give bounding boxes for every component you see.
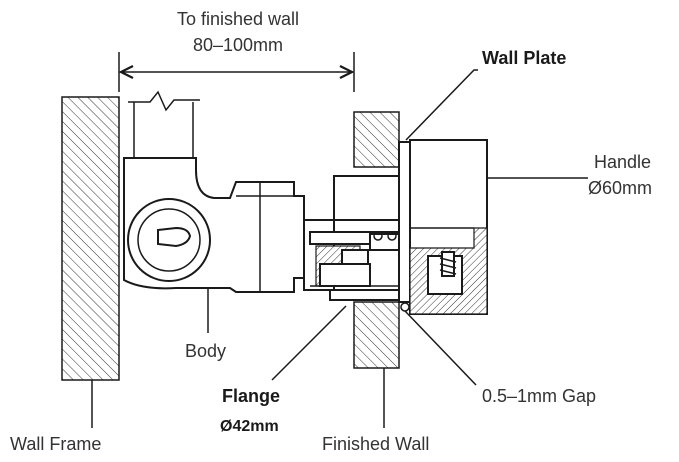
stud-break [128,90,200,160]
cartridge [303,175,411,312]
handle-shape [409,139,488,315]
wall-frame-shape [61,96,120,381]
wall-frame-label: Wall Frame [10,434,101,454]
valve-body [123,157,305,293]
wall-plate-label: Wall Plate [482,48,566,68]
finished-wall-upper [353,111,400,168]
body-label: Body [185,341,226,361]
finished-wall-lower [353,301,400,369]
gap-label: 0.5–1mm Gap [482,386,596,406]
dimension-top-label: To finished wall [177,9,299,29]
finished-wall-label: Finished Wall [322,434,429,454]
leader-lines [91,69,588,428]
flange-dimension-label: Ø42mm [220,418,279,435]
flange-label: Flange [222,386,280,406]
dimension-value-label: 80–100mm [193,35,283,55]
handle-dimension-label: Ø60mm [588,178,652,198]
handle-label: Handle [594,152,651,172]
wall-plate-shape [398,141,411,303]
dimension-indicator [118,52,355,92]
